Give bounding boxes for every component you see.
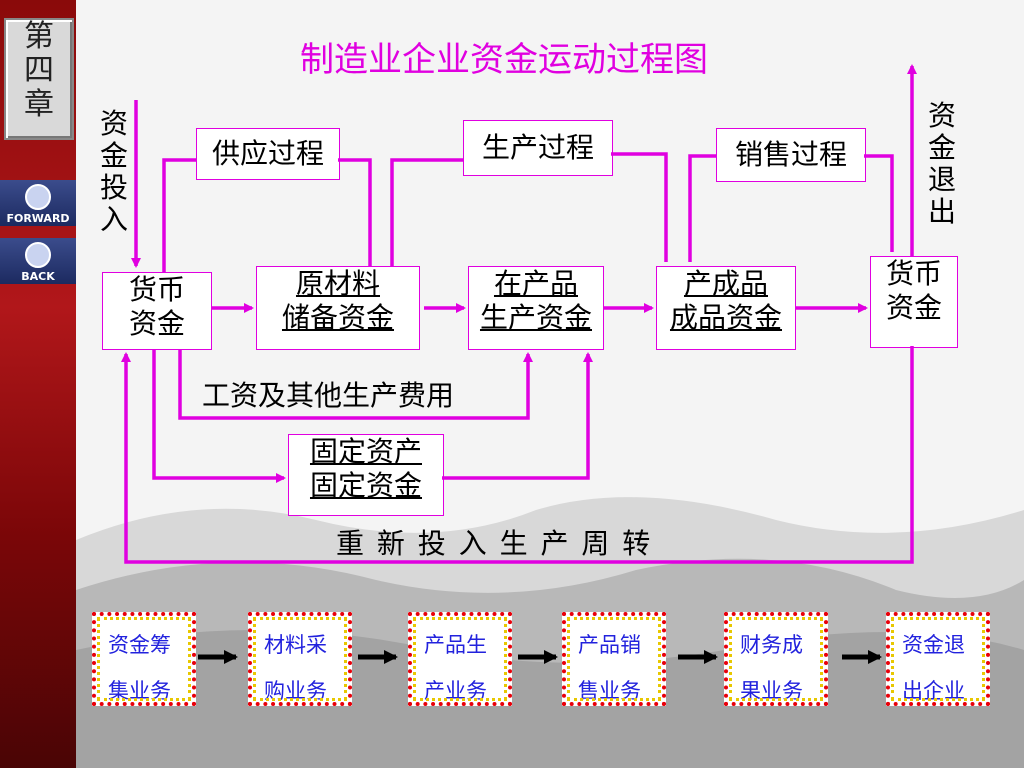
fixed-asset-fund-box: 固定资产固定资金	[288, 434, 444, 516]
finished-goods-fund-box: 产成品成品资金	[656, 266, 796, 350]
business-step-4: 产品销售业务	[562, 612, 666, 706]
business-step-1: 资金筹集业务	[92, 612, 196, 706]
business-step-3: 产品生产业务	[408, 612, 512, 706]
business-step-5: 财务成果业务	[724, 612, 828, 706]
forward-label: FORWARD	[6, 212, 70, 225]
capital-exit-label: 资金退出	[928, 99, 957, 228]
page-title: 制造业企业资金运动过程图	[300, 40, 708, 80]
reinvest-label: 重 新 投 入 生 产 周 转	[336, 527, 653, 560]
back-label: BACK	[21, 270, 55, 283]
sales-process-box: 销售过程	[716, 128, 866, 182]
chapter-label[interactable]: 第四章	[4, 18, 74, 140]
business-step-6: 资金退出企业	[886, 612, 990, 706]
back-icon	[25, 242, 51, 268]
money-fund-exit-box: 货币资金	[870, 256, 958, 348]
wages-label: 工资及其他生产费用	[202, 379, 455, 412]
supply-process-box: 供应过程	[196, 128, 340, 180]
production-process-box: 生产过程	[463, 120, 613, 176]
forward-button[interactable]: FORWARD	[0, 180, 76, 226]
wip-fund-box: 在产品生产资金	[468, 266, 604, 350]
business-step-2: 材料采购业务	[248, 612, 352, 706]
capital-input-label: 资金投入	[100, 107, 129, 236]
forward-icon	[25, 184, 51, 210]
materials-fund-box: 原材料储备资金	[256, 266, 420, 350]
back-button[interactable]: BACK	[0, 238, 76, 284]
money-fund-box: 货币资金	[102, 272, 212, 350]
